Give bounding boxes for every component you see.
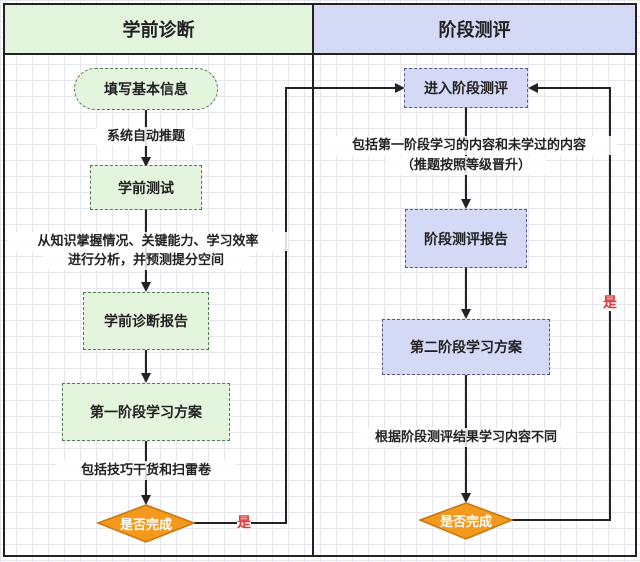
node-decision-left: 是否完成 [119, 517, 172, 533]
node-enter-stage-assessment: 进入阶段测评 [404, 68, 528, 108]
label-differs: 根据阶段测评结果学习内容不同 [356, 428, 576, 447]
decision-diamond-right [417, 502, 515, 540]
node-stage1-plan: 第一阶段学习方案 [62, 383, 230, 441]
label-yes-right: 是 [603, 295, 617, 311]
node-stage-assessment-report: 阶段测评报告 [405, 209, 527, 268]
label-stage-content-line1: 包括第一阶段学习的内容和未学过的内容 [321, 136, 617, 155]
node-stage2-plan: 第二阶段学习方案 [382, 319, 550, 375]
label-stage-content-line2: （推题按照等级晋升） [386, 156, 546, 175]
decision-diamond-left [95, 504, 197, 543]
node-pre-test: 学前测试 [90, 165, 202, 210]
lane-title-pre-diagnosis: 学前诊断 [5, 5, 312, 55]
decision-diamonds [95, 502, 515, 543]
node-fill-basic-info: 填写基本信息 [74, 68, 218, 110]
label-analysis-line1: 从知识掌握情况、关键能力、学习效率 [8, 232, 288, 251]
node-decision-right: 是否完成 [439, 514, 492, 530]
label-yes-left: 是 [237, 515, 251, 531]
node-pre-diagnosis-report: 学前诊断报告 [83, 292, 209, 350]
lane-title-stage-assessment: 阶段测评 [314, 5, 635, 55]
label-includes-tricks: 包括技巧干货和扫雷卷 [56, 461, 236, 480]
label-auto-recommend: 系统自动推题 [96, 127, 196, 146]
lane-stage-assessment: 阶段测评 [312, 3, 637, 557]
label-analysis-line2: 进行分析，并预测提分空间 [43, 251, 249, 270]
